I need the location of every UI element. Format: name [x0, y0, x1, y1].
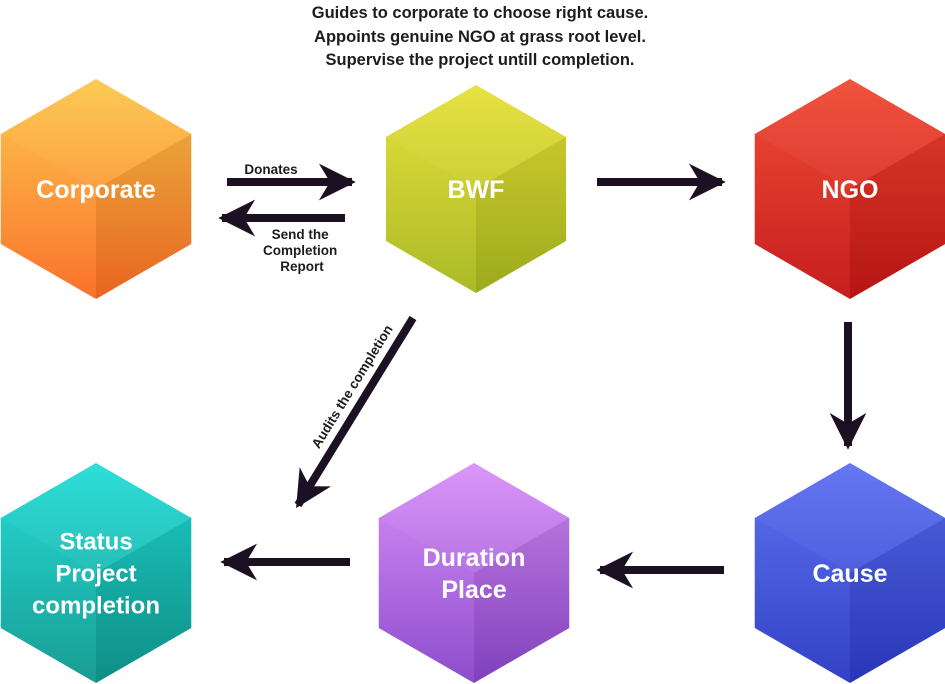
hexagon-body: [0, 463, 192, 683]
hexagon-right-facet: [96, 134, 192, 299]
label-line: Audits the completion: [309, 322, 396, 451]
hexagon-right-facet: [850, 518, 945, 683]
node-corporate: Corporate: [0, 79, 192, 299]
hexagon-right-facet: [476, 137, 567, 293]
node-label-line: BWF: [448, 176, 505, 204]
node-label: Corporate: [36, 176, 156, 204]
hexagon-body: [378, 463, 570, 683]
node-label: Cause: [812, 560, 887, 588]
intro-line: Guides to corporate to choose right caus…: [311, 4, 649, 22]
node-label-line: Duration: [423, 544, 526, 572]
arrow-audits: [294, 315, 417, 509]
node-label-line: Place: [441, 576, 506, 604]
hexagon-right-facet: [850, 134, 945, 299]
label-line: Donates: [244, 162, 297, 177]
hexagon-body: [754, 79, 945, 299]
node-label-line: NGO: [822, 176, 879, 204]
intro-line: Supervise the project untill completion.: [325, 51, 635, 69]
node-label-line: Corporate: [36, 176, 156, 204]
node-label: NGO: [822, 176, 879, 204]
node-cause: Cause: [754, 463, 945, 683]
node-ngo: NGO: [754, 79, 945, 299]
intro-text: Guides to corporate to choose right caus…: [230, 2, 730, 73]
node-label-line: Cause: [812, 560, 887, 588]
hexagon-top-facet: [378, 463, 570, 573]
label-donates: Donates: [244, 162, 297, 177]
hexagon-body: [754, 463, 945, 683]
label-line: Send the: [272, 227, 329, 242]
node-label-line: completion: [32, 593, 160, 620]
label-send-report: Send the Completion Report: [263, 227, 341, 274]
hexagon-top-facet: [754, 463, 945, 573]
hexagon-top-facet: [0, 463, 192, 573]
hexagon-top-facet: [385, 85, 567, 189]
arrows: [218, 163, 867, 589]
label-audits: Audits the completion: [309, 322, 396, 451]
node-bwf: BWF: [385, 85, 567, 293]
label-line: Completion: [263, 243, 337, 258]
node-label-line: Project: [55, 561, 136, 588]
label-line: Report: [280, 259, 324, 274]
intro-line: Appoints genuine NGO at grass root level…: [314, 27, 646, 46]
hexagon-right-facet: [474, 518, 570, 683]
hexagon-top-facet: [754, 79, 945, 189]
hexagon-right-facet: [96, 518, 192, 683]
node-label-line: Status: [59, 529, 132, 556]
node-label: BWF: [448, 176, 505, 204]
hexagon-body: [0, 79, 192, 299]
hexagon-top-facet: [0, 79, 192, 189]
hexagon-body: [385, 85, 567, 293]
